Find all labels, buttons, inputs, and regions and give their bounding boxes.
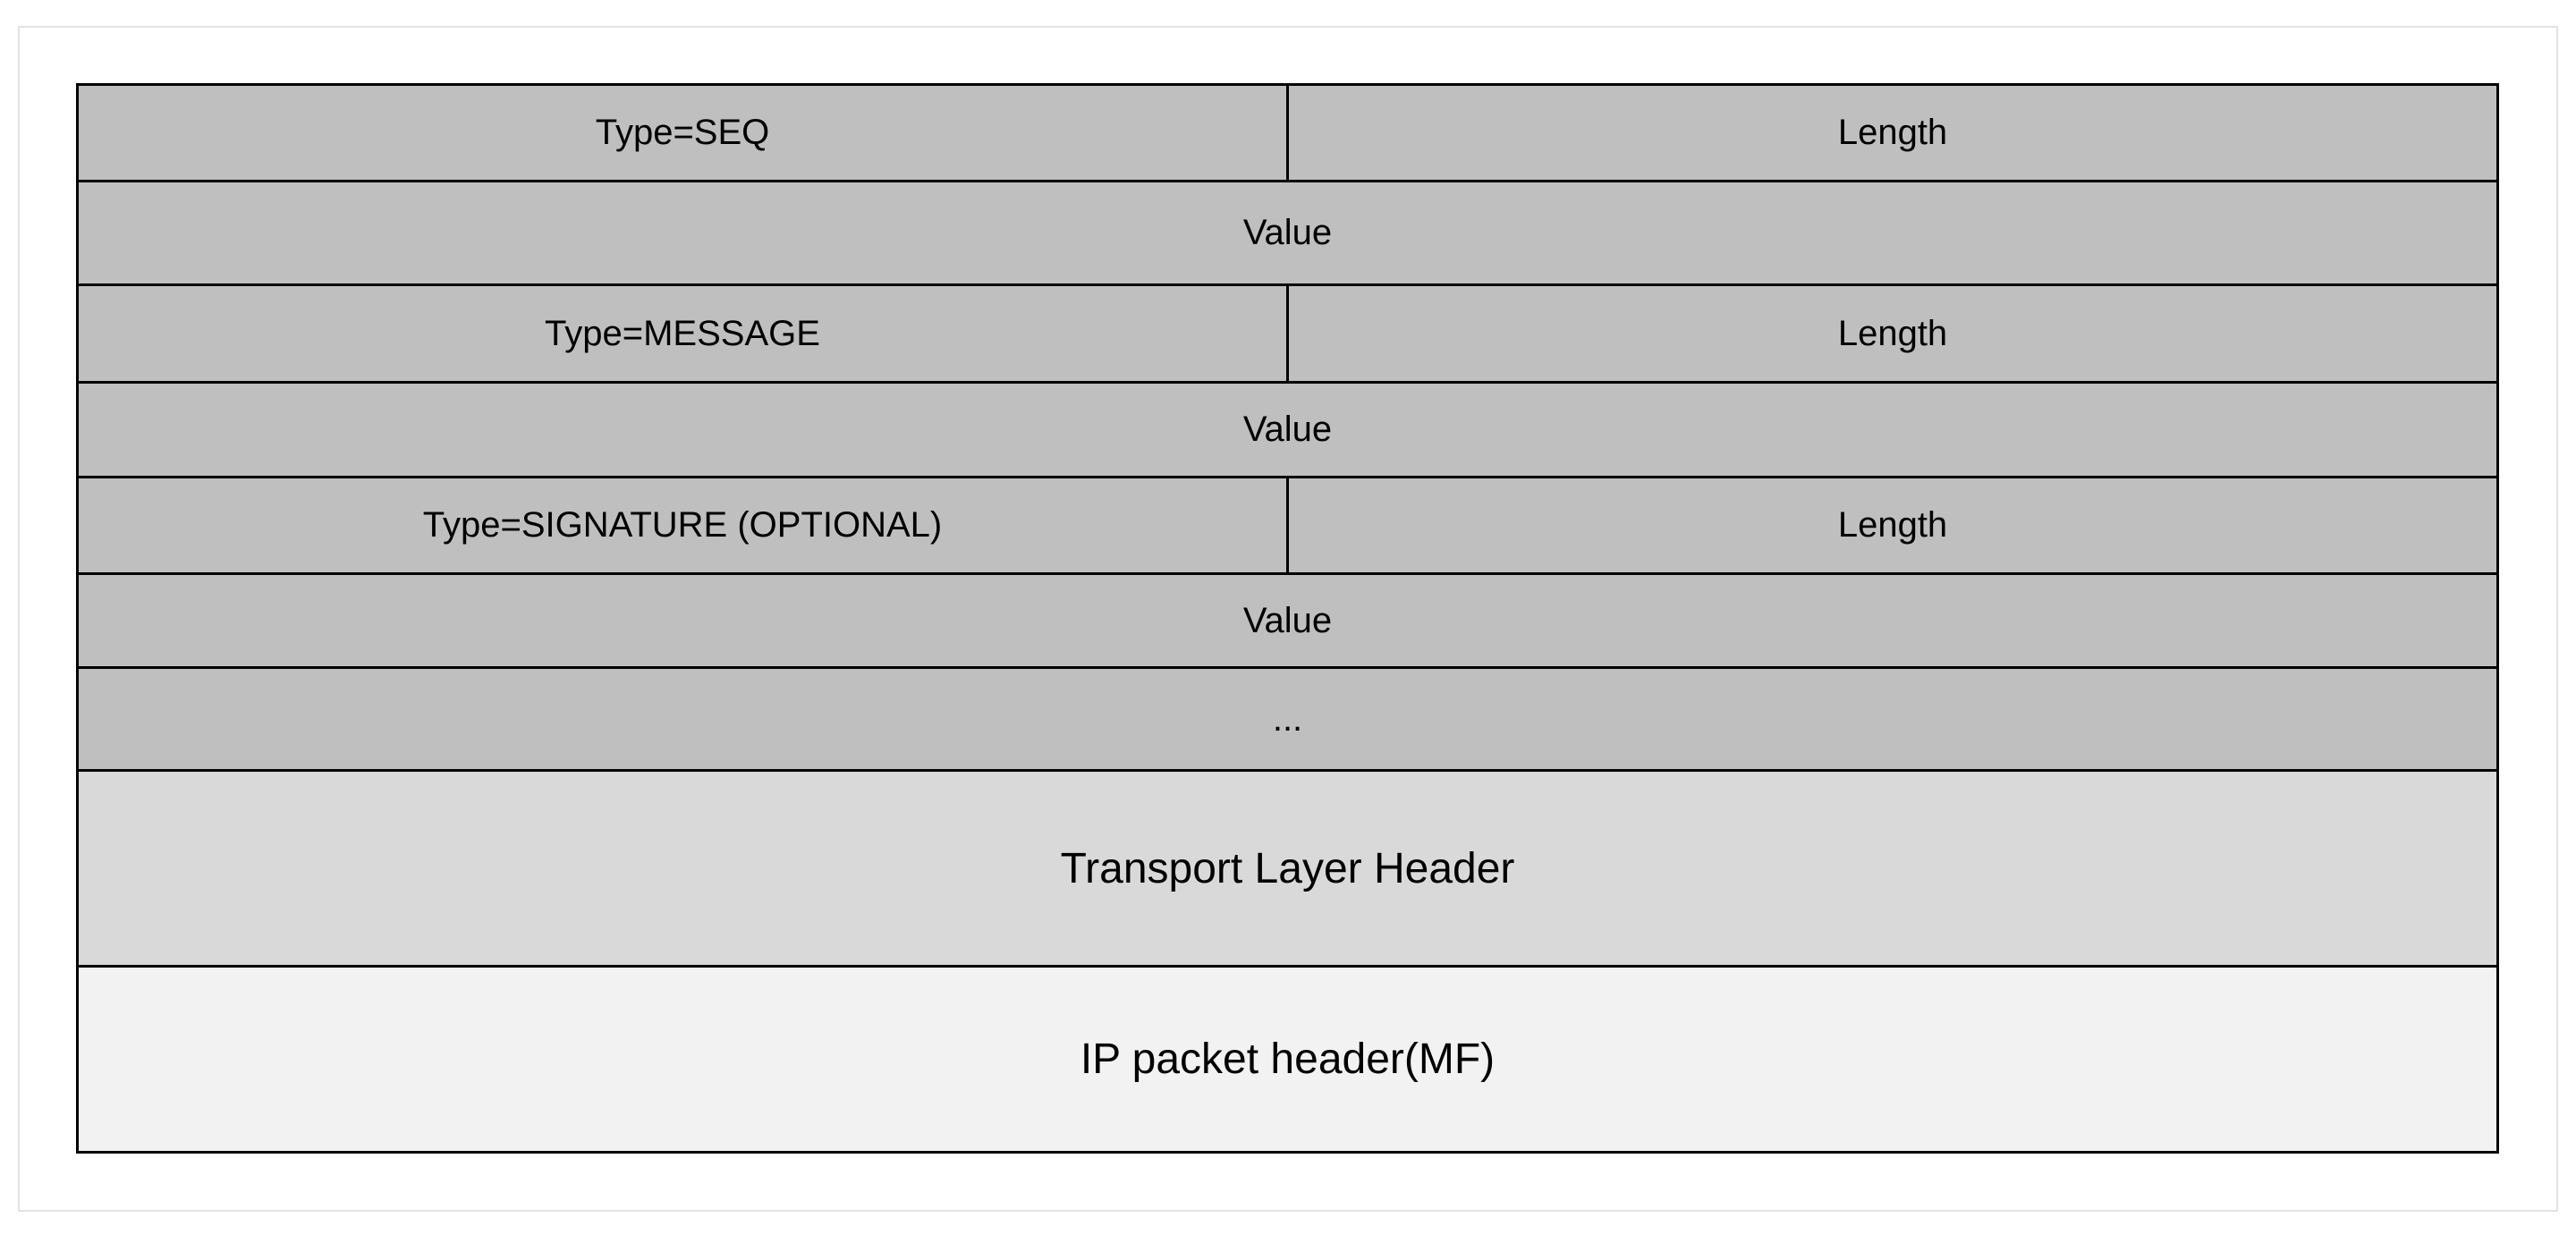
ellipsis-row: ... — [79, 669, 2496, 772]
value-field-message: Value — [1242, 410, 1333, 449]
type-field-signature: Type=SIGNATURE (OPTIONAL) — [422, 505, 943, 545]
tlv-row-message: Type=MESSAGE Length — [79, 286, 2496, 384]
type-field-message: Type=MESSAGE — [545, 313, 820, 353]
value-row-signature: Value — [79, 575, 2496, 669]
value-row-seq: Value — [79, 182, 2496, 286]
value-row-message: Value — [79, 384, 2496, 478]
length-field-message: Length — [1286, 286, 2496, 381]
length-field-signature: Length — [1286, 478, 2496, 572]
transport-layer-header-label: Transport Layer Header — [1060, 844, 1515, 892]
tlv-row-seq: Type=SEQ Length — [79, 86, 2496, 182]
ip-packet-header-row: IP packet header(MF) — [79, 968, 2496, 1151]
length-field-seq: Length — [1286, 86, 2496, 180]
transport-layer-header-row: Transport Layer Header — [79, 772, 2496, 968]
tlv-row-signature: Type=SIGNATURE (OPTIONAL) Length — [79, 478, 2496, 575]
value-field-seq: Value — [1242, 213, 1333, 252]
packet-structure-diagram: Type=SEQ Length Value Type=MESSAGE Lengt… — [76, 83, 2499, 1154]
value-field-signature: Value — [1242, 600, 1333, 640]
ip-packet-header-label: IP packet header(MF) — [1080, 1036, 1496, 1083]
ellipsis-label: ... — [1272, 698, 1303, 739]
type-field-seq: Type=SEQ — [595, 113, 770, 152]
